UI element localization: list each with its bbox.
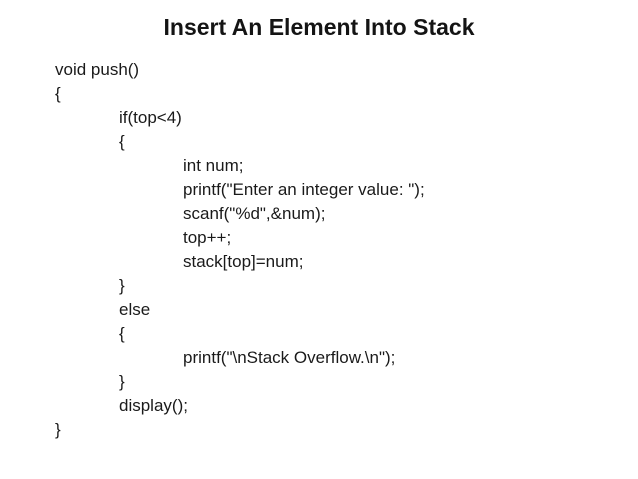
code-line: {: [119, 132, 125, 151]
code-line: if(top<4): [119, 108, 182, 127]
code-line: }: [119, 372, 125, 391]
code-line: else: [119, 300, 151, 319]
code-line: {: [55, 84, 61, 103]
code-line: top++;: [183, 228, 232, 247]
code-line: display();: [119, 396, 188, 415]
code-line: stack[top]=num;: [183, 252, 304, 271]
code-line: }: [119, 276, 125, 295]
code-line: int num;: [183, 156, 244, 175]
slide-title: Insert An Element Into Stack: [163, 14, 475, 40]
code-line: {: [119, 324, 125, 343]
code-block: void push() { if(top<4) { int num; printf("En…: [55, 58, 628, 442]
code-line: printf("\nStack Overflow.\n");: [183, 348, 396, 367]
code-line: }: [55, 420, 61, 439]
code-line: void push(): [55, 60, 140, 79]
code-line: scanf("%d",&num);: [183, 204, 326, 223]
code-line: printf("Enter an integer value: ");: [183, 180, 425, 199]
